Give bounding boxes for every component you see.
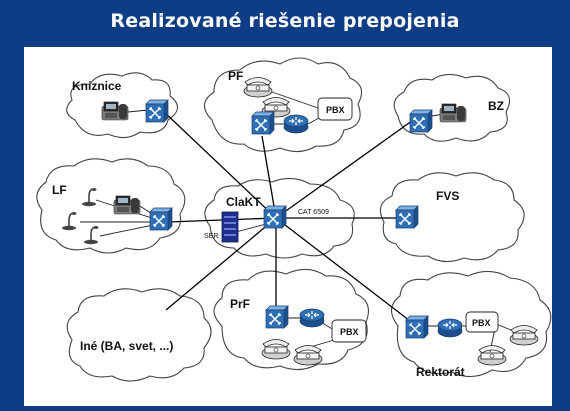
link-bz bbox=[275, 117, 417, 219]
switch-icon bbox=[265, 305, 289, 329]
link-rektorat bbox=[275, 217, 415, 325]
slide-title: Realizované riešenie prepojenia bbox=[110, 10, 460, 32]
pbx-box bbox=[331, 319, 367, 343]
ip-phone-icon bbox=[101, 101, 129, 121]
link-kniznice bbox=[161, 109, 277, 219]
pbx-box bbox=[465, 311, 499, 333]
core-switch-icon bbox=[263, 205, 287, 229]
switch-icon bbox=[149, 207, 173, 231]
label-lf: LF bbox=[52, 183, 67, 197]
label-pf: PF bbox=[228, 69, 243, 83]
router-icon bbox=[283, 114, 309, 134]
label-fvs: FVS bbox=[436, 189, 459, 203]
cloud-ine bbox=[66, 288, 212, 382]
pbx-label: PBX bbox=[472, 318, 491, 328]
cloud-fvs bbox=[379, 172, 525, 263]
telephone-icon bbox=[293, 345, 323, 366]
telephone-icon bbox=[477, 345, 507, 366]
label-bz: BZ bbox=[488, 99, 504, 113]
link-ine bbox=[165, 217, 277, 311]
label-rektorat: Rektorát bbox=[416, 365, 465, 379]
server-icon bbox=[221, 211, 239, 243]
label-kniznice: Kniznice bbox=[72, 79, 122, 93]
router-icon bbox=[437, 318, 463, 338]
switch-icon bbox=[405, 315, 429, 339]
telephone-icon bbox=[261, 339, 291, 360]
telephone-icon bbox=[509, 325, 539, 346]
ip-phone-icon bbox=[113, 195, 141, 215]
label-core: ClaKT bbox=[226, 195, 261, 209]
pbx-label: PBX bbox=[326, 105, 345, 115]
label-ser: SER bbox=[204, 233, 218, 240]
cloud-lf bbox=[36, 158, 186, 254]
ip-phone-icon bbox=[439, 103, 467, 123]
switch-icon bbox=[251, 111, 275, 135]
cloud-prf bbox=[213, 268, 369, 371]
pbx-box bbox=[317, 97, 353, 121]
label-core-model: CAT 6509 bbox=[298, 209, 329, 216]
link-pf bbox=[261, 135, 277, 219]
label-prf: PrF bbox=[230, 297, 250, 311]
switch-icon bbox=[395, 205, 419, 229]
switch-icon bbox=[145, 99, 169, 123]
switch-icon bbox=[409, 109, 433, 133]
router-icon bbox=[299, 308, 325, 328]
pbx-label: PBX bbox=[340, 327, 359, 337]
telephone-icon bbox=[243, 77, 273, 98]
label-ine: Iné (BA, svet, ...) bbox=[80, 339, 173, 353]
